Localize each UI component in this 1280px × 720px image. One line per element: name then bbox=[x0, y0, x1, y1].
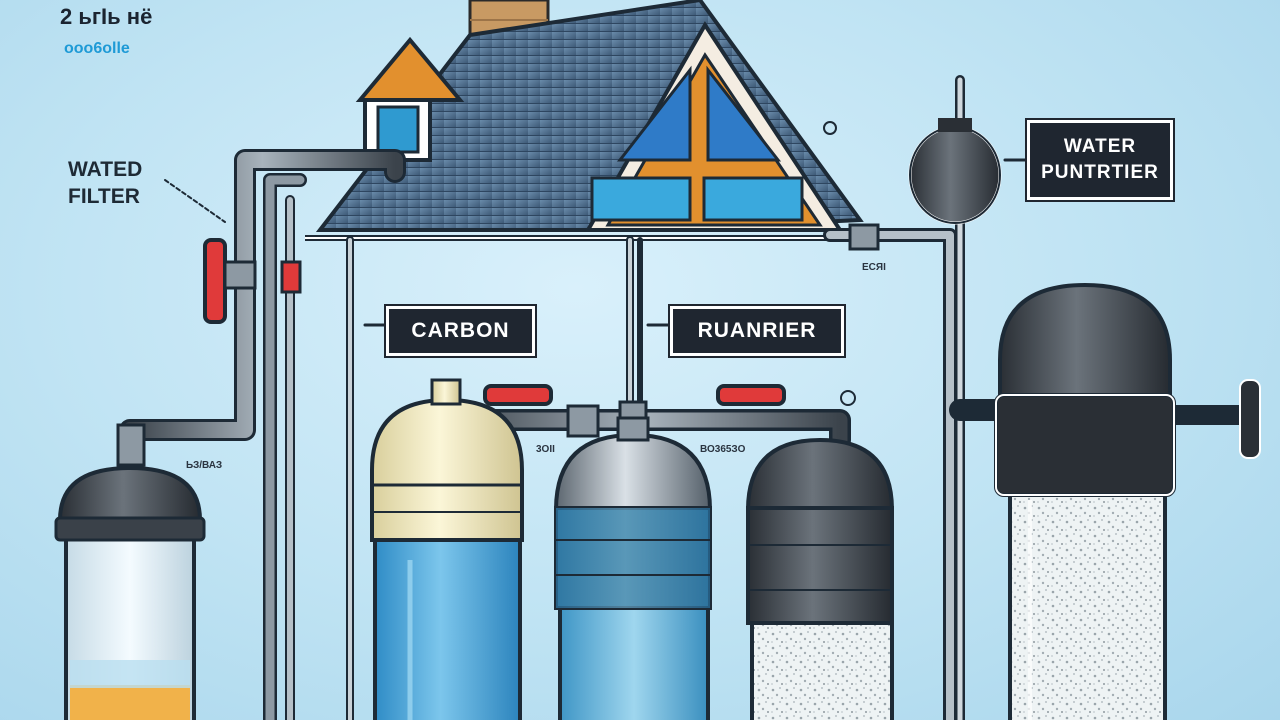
red-valve-center-left bbox=[483, 384, 553, 406]
pointer-wated-filter bbox=[164, 179, 226, 223]
house bbox=[305, 0, 866, 241]
carbon-label: CARBON bbox=[386, 306, 535, 356]
carbon-tank bbox=[370, 378, 524, 720]
corner-subtitle: ооо6оllе bbox=[64, 40, 130, 57]
left-filter-housing bbox=[54, 465, 206, 720]
valves bbox=[116, 223, 1261, 467]
dormer-window bbox=[376, 105, 420, 154]
purifier-tank bbox=[553, 416, 713, 720]
wated-filter-label: WATED FILTER bbox=[68, 158, 143, 208]
center-right-text: ВО365ЗО bbox=[700, 444, 746, 455]
window-lower-right bbox=[702, 176, 804, 222]
sediment-tank bbox=[745, 437, 895, 720]
red-valve-center-right bbox=[716, 384, 786, 406]
gable-window-left bbox=[616, 65, 692, 162]
left-pipe-text: ЬЗ/ВАЗ bbox=[186, 460, 223, 471]
water-purifier-label: WATER PUNTRTIER bbox=[1027, 120, 1173, 200]
small-marks bbox=[823, 121, 856, 406]
large-right-filter bbox=[994, 282, 1176, 720]
right-pipe-text: ЕСЯІ bbox=[862, 262, 886, 273]
right-valve-handle bbox=[1239, 379, 1261, 459]
window-lower-left bbox=[590, 176, 692, 222]
center-left-text: 3ОІІ bbox=[536, 444, 555, 455]
purifier-label: RUANRIER bbox=[670, 306, 844, 356]
red-valve-left bbox=[203, 238, 227, 324]
corner-title: 2 ьгІь нё bbox=[60, 4, 153, 29]
pressure-tank bbox=[908, 118, 1002, 225]
gable-window-right bbox=[706, 65, 782, 162]
